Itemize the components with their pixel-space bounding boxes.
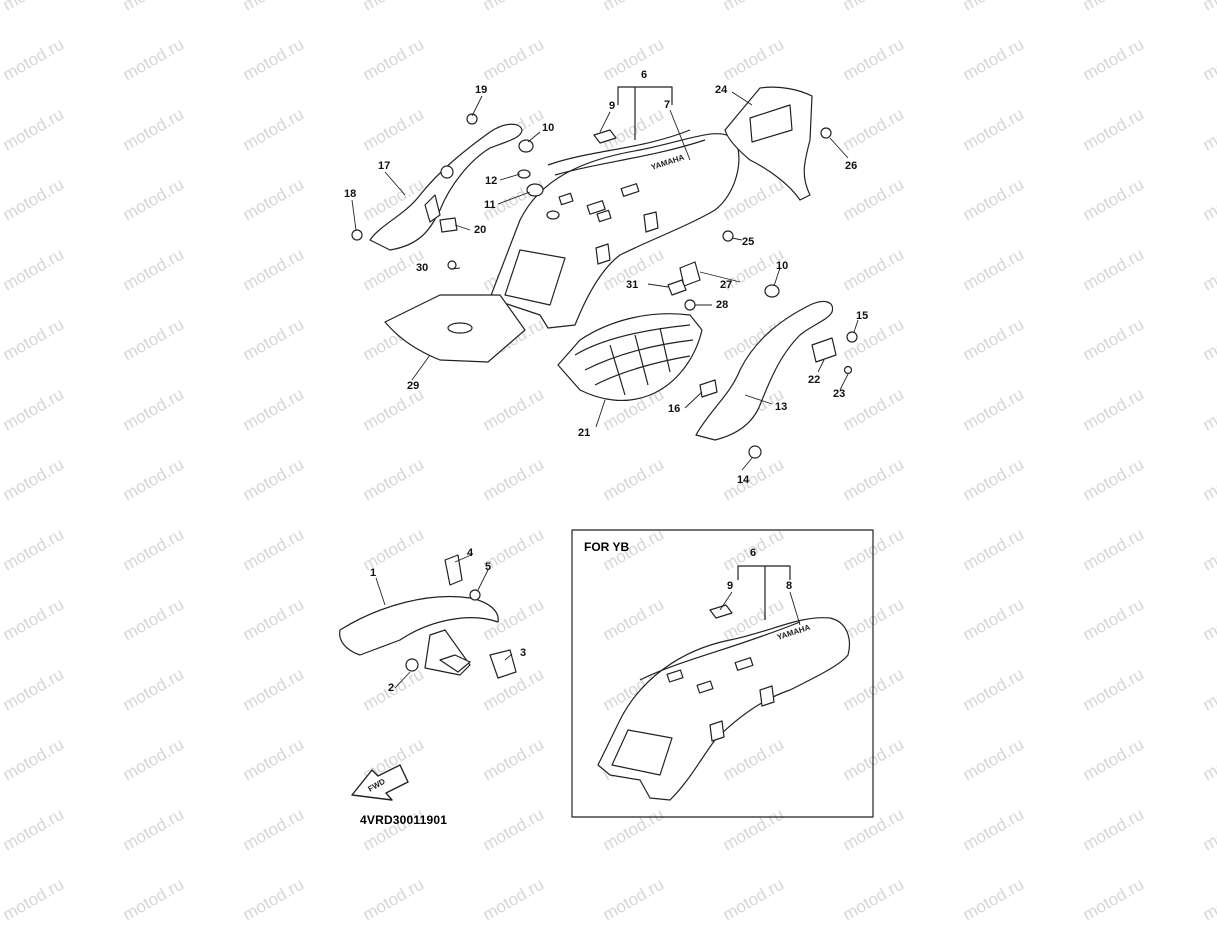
- screw-30: [447, 260, 457, 270]
- bolt-14: [748, 445, 762, 459]
- fwd-arrow: [351, 764, 409, 801]
- rear-stay-left: [369, 123, 523, 251]
- pad-16: [699, 379, 718, 398]
- part-label-4: 4: [467, 547, 474, 559]
- part-label-27: 27: [720, 279, 733, 291]
- part-label-31: 31: [626, 279, 639, 291]
- part-label-2: 2: [388, 682, 395, 694]
- fender-grommet: [546, 210, 560, 220]
- fender-slot: [558, 192, 574, 206]
- bolt-28: [684, 299, 696, 311]
- bolt-2: [405, 658, 419, 672]
- part-label-9: 9: [609, 100, 616, 112]
- inset-label-8: 8: [786, 580, 793, 592]
- collar-11: [526, 183, 544, 197]
- fender-slot: [596, 209, 612, 223]
- rear-fender-inner-opening: [504, 249, 566, 306]
- part-label-7: 7: [664, 99, 671, 111]
- fender-slot: [620, 183, 640, 197]
- fender-tab: [595, 243, 611, 265]
- part-label-20: 20: [474, 224, 487, 236]
- part-label-26: 26: [845, 160, 858, 172]
- part-label-16: 16: [668, 403, 681, 415]
- part-label-13: 13: [775, 401, 788, 413]
- pad-20: [439, 217, 458, 233]
- fender-tab: [643, 211, 659, 233]
- bolt-15: [846, 331, 858, 343]
- inset-label-6: 6: [750, 547, 757, 559]
- part-label-1: 1: [370, 567, 377, 579]
- collar-10a: [518, 139, 534, 153]
- part-label-12: 12: [485, 175, 498, 187]
- bolt-5: [469, 589, 481, 601]
- bracket-4: [444, 554, 463, 586]
- part-label-14: 14: [737, 474, 750, 486]
- bracket-3: [489, 649, 517, 679]
- taillight-assembly: [724, 86, 813, 201]
- clip-31: [667, 279, 687, 296]
- rear-stay-right: [695, 300, 834, 441]
- collar-10b: [764, 284, 780, 298]
- drawing-code: 4VRD30011901: [360, 813, 448, 827]
- part-label-22: 22: [808, 374, 821, 386]
- part-label-29: 29: [407, 380, 420, 392]
- inset-label-9: 9: [727, 580, 734, 592]
- part-label-17: 17: [378, 160, 391, 172]
- part-label-6: 6: [641, 69, 648, 81]
- part-label-3: 3: [520, 647, 527, 659]
- part-label-19: 19: [475, 84, 488, 96]
- collar-12: [517, 169, 531, 179]
- part-label-15: 15: [856, 310, 869, 322]
- part-label-11: 11: [484, 199, 496, 211]
- part-label-18: 18: [344, 188, 357, 200]
- part-label-21: 21: [578, 427, 591, 439]
- part-label-24: 24: [715, 84, 728, 96]
- part-label-10b: 10: [776, 260, 789, 272]
- part-label-30: 30: [416, 262, 429, 274]
- nut-25: [722, 230, 734, 242]
- bracket-22: [811, 337, 837, 363]
- part-label-5: 5: [485, 561, 492, 573]
- inset-frame: [571, 529, 874, 818]
- front-fender: [339, 595, 499, 656]
- inner-fender: [557, 313, 703, 401]
- bolt-19: [466, 113, 478, 125]
- part-label-25: 25: [742, 236, 755, 248]
- part-label-10: 10: [542, 122, 555, 134]
- bolt-18: [351, 229, 363, 241]
- inset-title: FOR YB: [584, 540, 630, 554]
- bracket-27: [679, 261, 701, 287]
- fender-slot: [586, 200, 606, 215]
- inset-fender: [597, 617, 851, 801]
- part-label-28: 28: [716, 299, 729, 311]
- sticker-9: [593, 129, 617, 144]
- part-label-23: 23: [833, 388, 846, 400]
- screw-23: [843, 365, 853, 375]
- bolt-26: [820, 127, 832, 139]
- front-fender-bracket: [439, 654, 471, 673]
